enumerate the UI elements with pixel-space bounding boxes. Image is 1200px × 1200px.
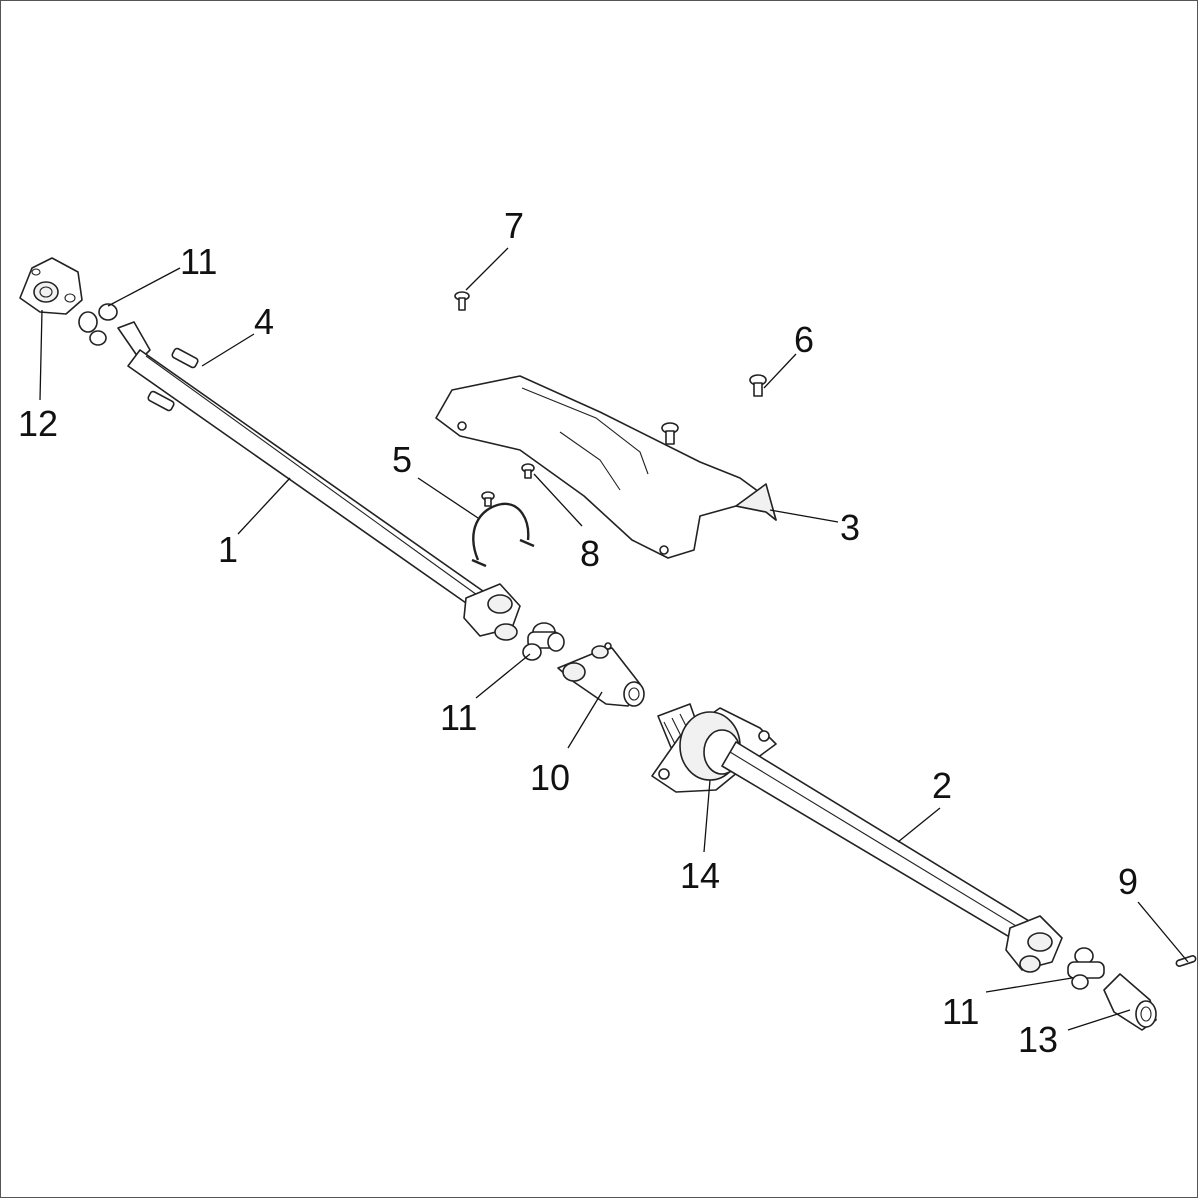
- callout-11-front: 11: [180, 241, 217, 282]
- callout-11-middle: 11: [440, 697, 477, 738]
- callout-4: 4: [254, 301, 274, 342]
- front-flange-yoke: [19, 257, 83, 315]
- callout-2: 2: [932, 765, 952, 806]
- slip-yoke: [557, 642, 645, 707]
- rear-propeller-shaft: [721, 741, 1063, 973]
- callout-1: 1: [218, 529, 238, 570]
- rear-universal-joint-cross: [1067, 947, 1105, 990]
- shaft-clamp: [471, 502, 535, 568]
- retaining-pin: [1175, 955, 1197, 967]
- front-universal-joint-cross: [78, 303, 118, 346]
- callout-5: 5: [392, 439, 412, 480]
- heat-shield: [435, 375, 777, 559]
- center-support-bearing: [651, 703, 777, 793]
- callout-12: 12: [18, 403, 58, 444]
- callout-8: 8: [580, 533, 600, 574]
- callout-6: 6: [794, 319, 814, 360]
- callout-14: 14: [680, 855, 720, 896]
- rear-yoke: [1103, 973, 1157, 1031]
- callout-13: 13: [1018, 1019, 1058, 1060]
- mounting-bolts: [454, 291, 767, 445]
- callout-11-rear: 11: [942, 991, 979, 1032]
- leader-lines: [39, 247, 1189, 1031]
- callout-3: 3: [840, 507, 860, 548]
- callout-9: 9: [1118, 861, 1138, 902]
- clip-screws: [481, 463, 535, 507]
- callout-10: 10: [530, 757, 570, 798]
- callout-labels: 1 2 3 4 5 6 7 8 9 10 11 11 11 12 13 14: [18, 205, 1138, 1060]
- grease-fittings: [147, 347, 199, 412]
- middle-universal-joint-cross: [522, 622, 565, 661]
- front-propeller-shaft: [117, 321, 521, 641]
- callout-7: 7: [504, 205, 524, 246]
